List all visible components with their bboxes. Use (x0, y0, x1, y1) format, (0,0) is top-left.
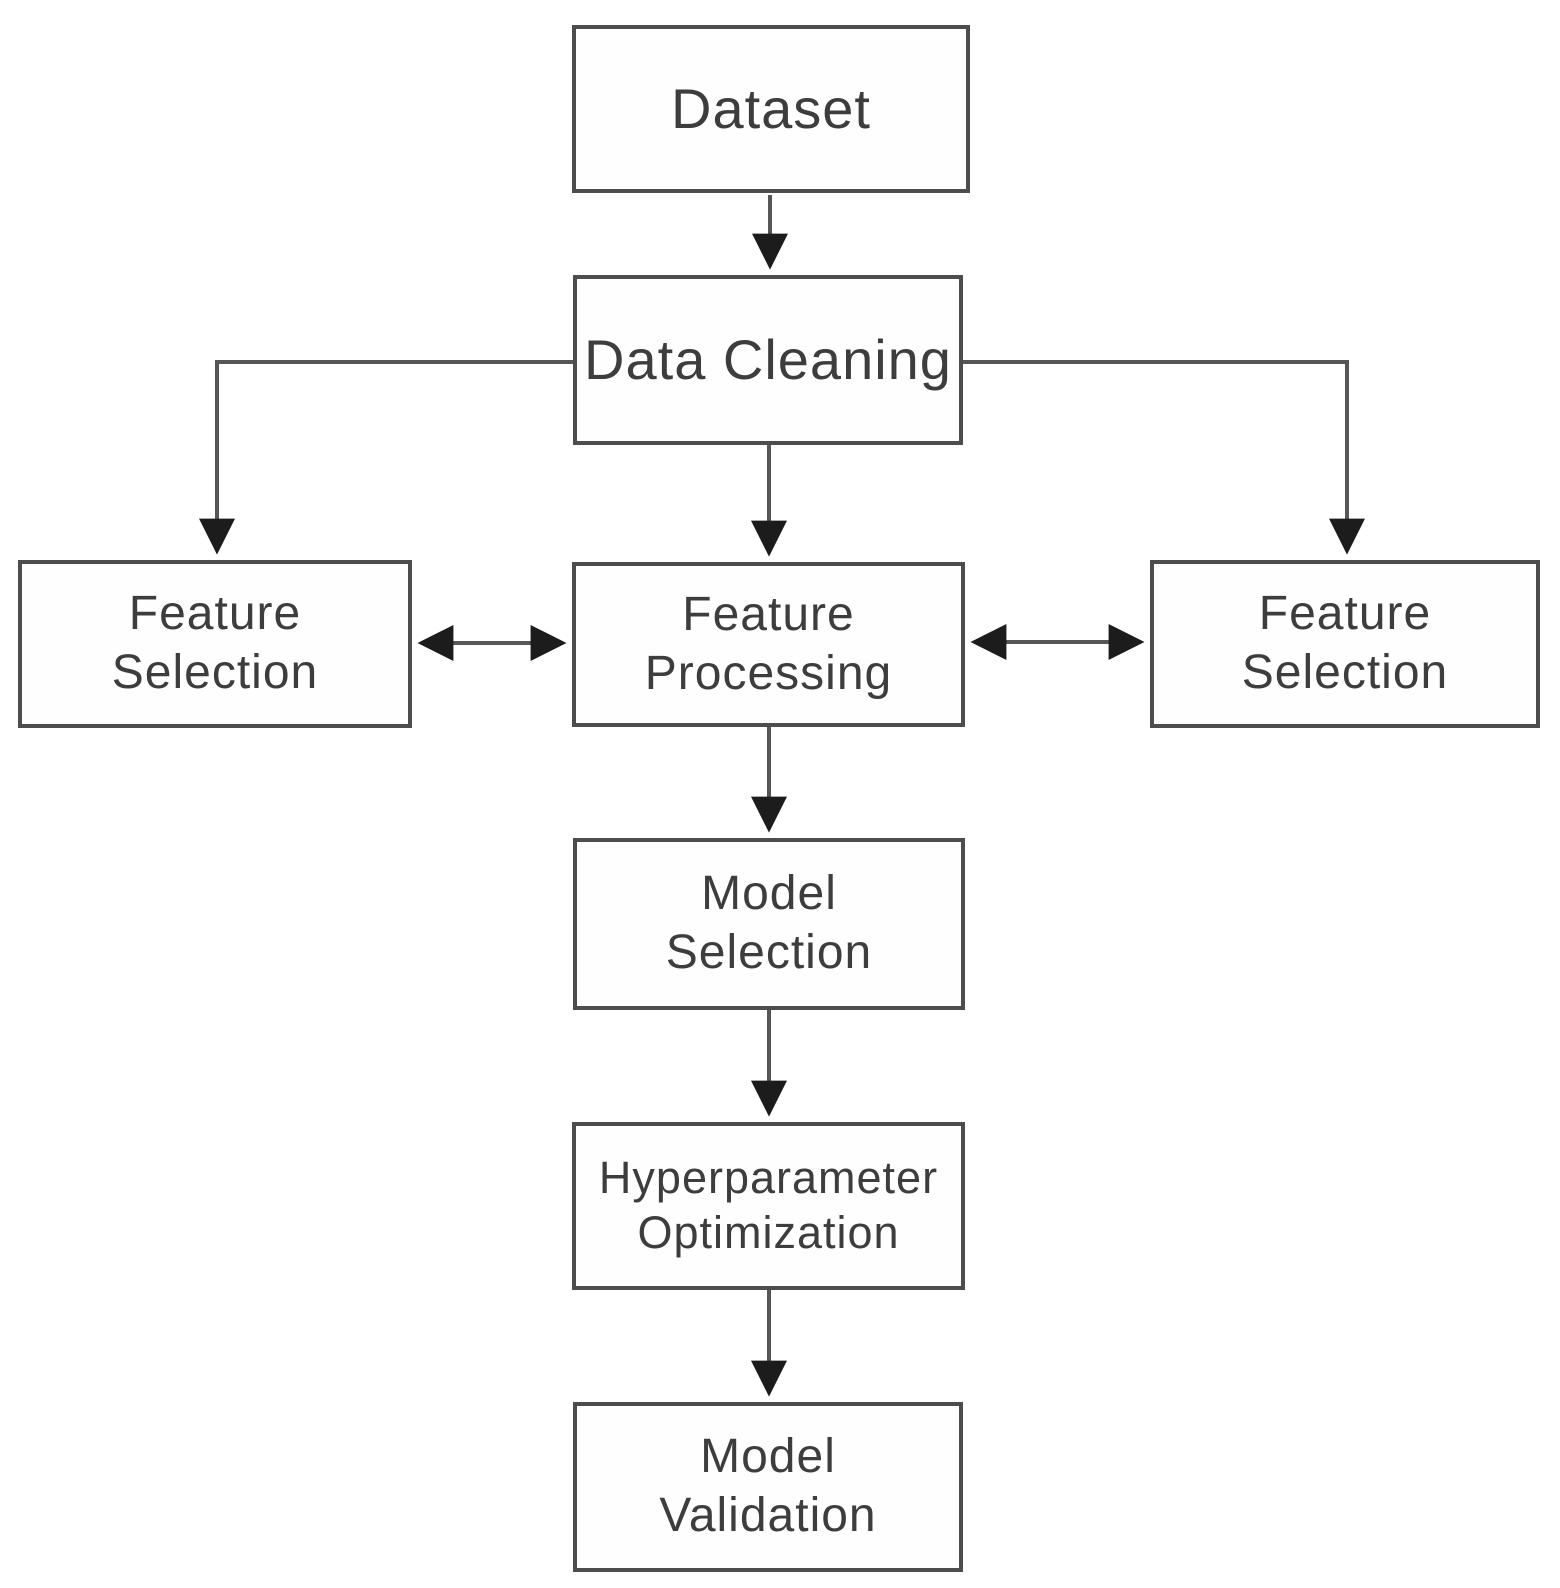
node-model-validation-label: Model Validation (659, 1430, 877, 1542)
node-feature-selection-left-label: Feature Selection (111, 587, 319, 699)
node-hyperparameter-optimization: Hyperparameter Optimization (572, 1122, 965, 1290)
node-hyperparameter-optimization-label: Hyperparameter Optimization (598, 1152, 939, 1258)
node-dataset: Dataset (572, 25, 970, 193)
node-feature-selection-right: Feature Selection (1150, 560, 1540, 728)
node-feature-selection-left: Feature Selection (18, 560, 412, 728)
node-data-cleaning: Data Cleaning (573, 275, 963, 445)
connector-data-cleaning-to-feature-selection-right (963, 360, 1365, 555)
node-feature-processing: Feature Processing (572, 562, 965, 727)
node-feature-selection-right-label: Feature Selection (1241, 587, 1449, 699)
node-dataset-label: Dataset (671, 76, 871, 140)
connector-data-cleaning-to-feature-selection-left (199, 360, 573, 555)
node-data-cleaning-label: Data Cleaning (584, 327, 952, 391)
node-model-validation: Model Validation (573, 1402, 963, 1572)
node-model-selection: Model Selection (573, 838, 965, 1010)
node-feature-processing-label: Feature Processing (644, 587, 893, 700)
node-model-selection-label: Model Selection (665, 867, 873, 979)
